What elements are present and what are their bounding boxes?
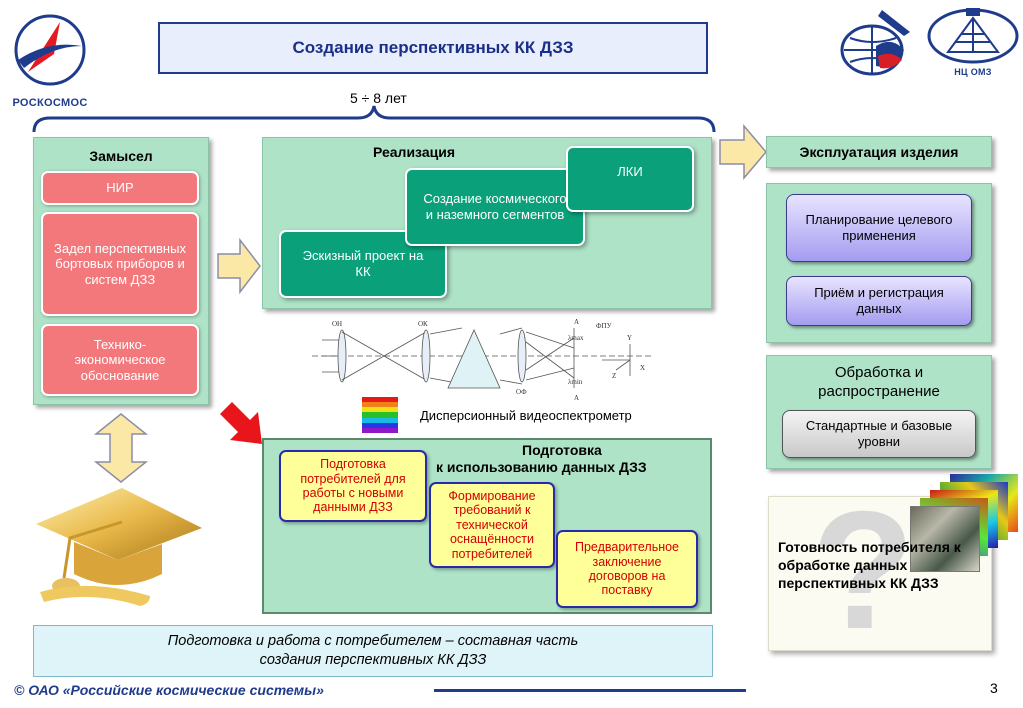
- bottom-note: Подготовка и работа с потребителем – сос…: [33, 625, 713, 677]
- spectrometer-caption: Дисперсионный видеоспектрометр: [420, 408, 632, 423]
- exploitation-item-planning: Планирование целевого применения: [786, 194, 972, 262]
- spectrometer-diagram: ОН ОК ФПУ ОФ λmax λmin Y Z X А А: [312, 318, 652, 402]
- page-number: 3: [990, 680, 998, 696]
- label-ok: ОК: [418, 320, 428, 328]
- concept-item-backlog: Задел перспективных бортовых приборов и …: [41, 212, 199, 316]
- roscosmos-logo-text: РОСКОСМОС: [12, 97, 88, 109]
- realization-step-lki: ЛКИ: [566, 146, 694, 212]
- label-axis-y: Y: [627, 334, 632, 342]
- red-arrow-icon: [220, 402, 262, 444]
- footer-divider: [434, 689, 746, 692]
- timeline-brace: [32, 105, 716, 133]
- timeline-label: 5 ÷ 8 лет: [350, 90, 407, 106]
- page-title: Создание перспективных КК ДЗЗ: [158, 22, 708, 74]
- globe-logo: [832, 6, 922, 78]
- double-arrow-icon: [93, 413, 149, 483]
- satellite-images-stack: [904, 474, 1020, 578]
- exploitation-item-reception: Приём и регистрация данных: [786, 276, 972, 326]
- realization-heading: Реализация: [373, 144, 456, 160]
- exploitation-heading: Эксплуатация изделия: [799, 144, 959, 160]
- footer-org: © ОАО «Российские космические системы»: [14, 682, 324, 698]
- bottom-note-line2: создания перспективных КК ДЗЗ: [259, 652, 487, 668]
- preparation-item-requirements: Формирование требований к технической ос…: [429, 482, 555, 568]
- label-on: ОН: [332, 320, 342, 328]
- concept-item-feasibility: Технико-экономическое обоснование: [41, 324, 199, 396]
- graduation-cap-icon: [36, 488, 202, 606]
- globe-satellite-icon: [840, 10, 910, 76]
- label-section-a-bottom: А: [574, 394, 579, 402]
- label-lambda-max: λmax: [568, 334, 584, 342]
- processing-item-levels: Стандартные и базовые уровни: [782, 410, 976, 458]
- processing-heading: Обработка и распространение: [818, 364, 940, 400]
- label-axis-x: X: [640, 364, 645, 372]
- bottom-note-line1: Подготовка и работа с потребителем – сос…: [167, 633, 579, 650]
- nc-omz-logo-text: НЦ ОМЗ: [954, 67, 992, 77]
- concept-heading: Замысел: [89, 148, 153, 164]
- preparation-heading-line2: к использованию данных ДЗЗ: [436, 459, 647, 475]
- label-lambda-min: λmin: [568, 378, 583, 386]
- realization-step-segments: Создание космического и наземного сегмен…: [405, 168, 585, 246]
- roscosmos-emblem-icon: [14, 14, 86, 86]
- preparation-heading-line1: Подготовка: [522, 442, 602, 458]
- question-mark-icon: ?: [812, 476, 915, 664]
- exploitation-heading-box: Эксплуатация изделия: [766, 136, 992, 168]
- label-axis-z: Z: [612, 372, 616, 380]
- nc-omz-logo: НЦ ОМЗ: [926, 4, 1020, 78]
- roscosmos-logo: РОСКОСМОС: [8, 10, 92, 109]
- arrow-to-realization-icon: [217, 238, 261, 294]
- preparation-item-training: Подготовка потребителей для работы с нов…: [279, 450, 427, 522]
- label-of: ОФ: [516, 388, 527, 396]
- label-fpu: ФПУ: [596, 322, 612, 330]
- label-section-a-top: А: [574, 318, 579, 326]
- spectrum-bars-icon: [362, 397, 398, 433]
- nc-omz-emblem-icon: [927, 8, 1019, 64]
- preparation-item-contracts: Предварительное заключение договоров на …: [556, 530, 698, 608]
- concept-item-nir: НИР: [41, 171, 199, 205]
- readiness-text: Готовность потребителя к обработке данны…: [778, 539, 961, 592]
- arrow-to-exploitation-icon: [719, 124, 767, 180]
